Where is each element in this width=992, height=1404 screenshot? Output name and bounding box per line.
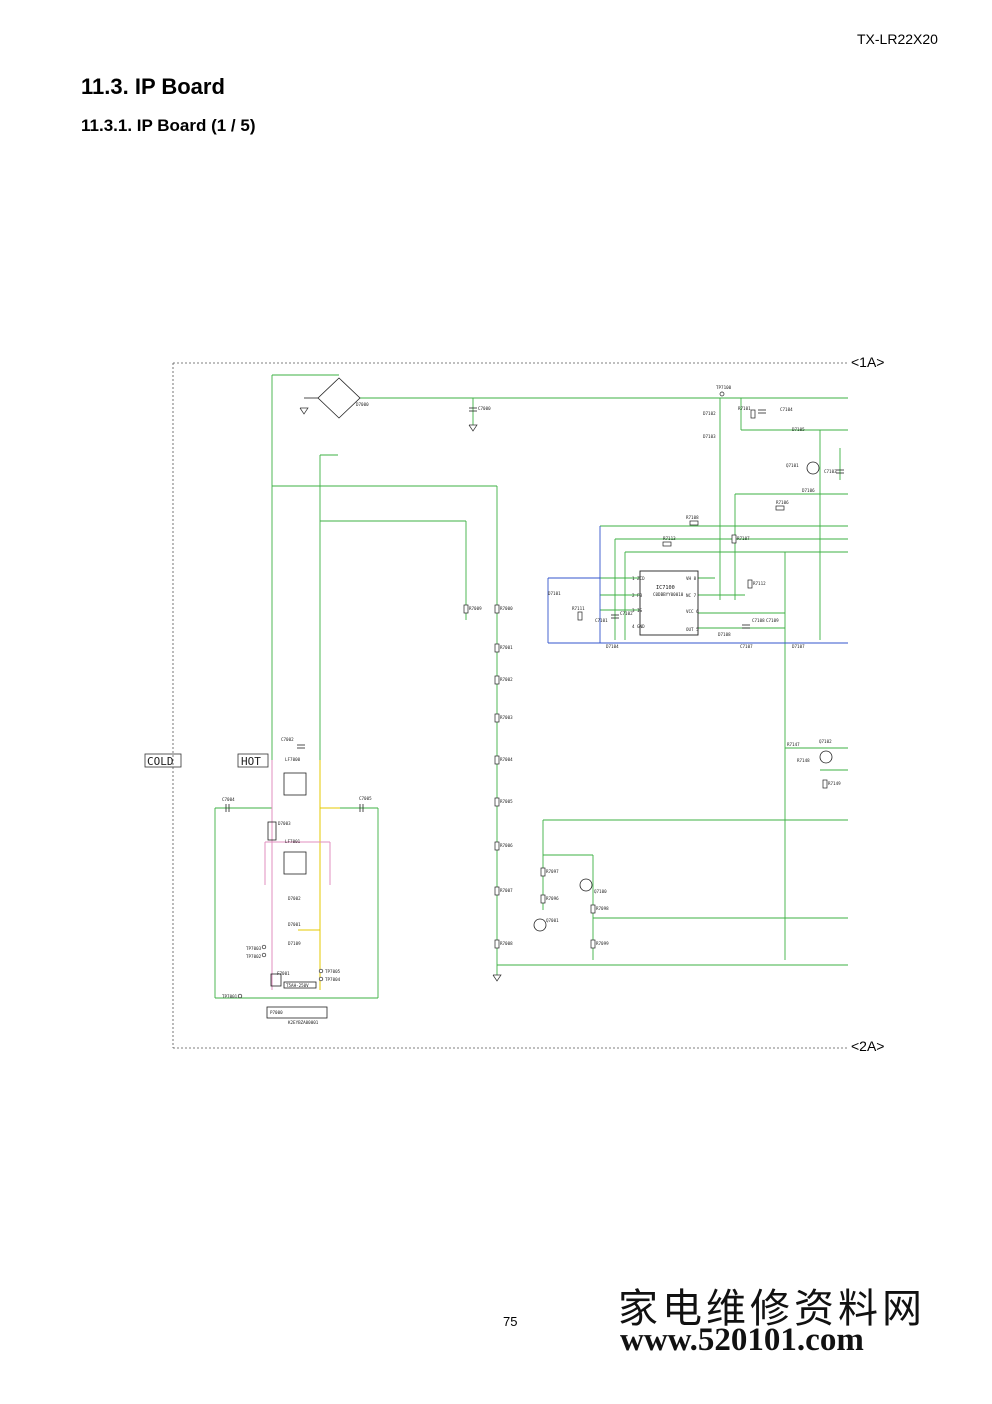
svg-text:R7098: R7098: [596, 906, 609, 911]
svg-text:C7107: C7107: [740, 644, 753, 649]
svg-text:R7002: R7002: [500, 677, 513, 682]
svg-text:Q7102: Q7102: [819, 739, 832, 744]
svg-text:R7113: R7113: [663, 536, 676, 541]
svg-text:4 GND: 4 GND: [632, 624, 645, 629]
svg-text:VH 8: VH 8: [686, 576, 697, 581]
svg-text:Q7001: Q7001: [546, 918, 559, 923]
svg-text:R7099: R7099: [596, 941, 609, 946]
svg-text:R7111: R7111: [572, 606, 585, 611]
green-wires: [214, 374, 848, 999]
ic7100-label: IC7100: [656, 585, 675, 591]
svg-text:R7006: R7006: [500, 843, 513, 848]
svg-text:R7112: R7112: [753, 581, 766, 586]
svg-text:D7000: D7000: [356, 402, 369, 407]
blue-wires: [547, 526, 848, 644]
svg-text:D7103: D7103: [703, 434, 716, 439]
svg-text:R7004: R7004: [500, 757, 513, 762]
svg-text:NC 7: NC 7: [686, 593, 697, 598]
svg-text:R7001: R7001: [500, 645, 513, 650]
svg-text:R7007: R7007: [500, 888, 513, 893]
svg-text:C7108: C7108: [752, 618, 765, 623]
svg-text:LF7001: LF7001: [285, 839, 301, 844]
svg-text:TP7100: TP7100: [716, 385, 732, 390]
svg-text:R7148: R7148: [797, 758, 810, 763]
svg-text:D7107: D7107: [792, 644, 805, 649]
svg-text:D7104: D7104: [606, 644, 619, 649]
svg-text:R7101: R7101: [738, 406, 751, 411]
svg-text:1 ZCD: 1 ZCD: [632, 576, 645, 581]
svg-text:R7009: R7009: [469, 606, 482, 611]
cold-zone-label: COLD: [147, 755, 174, 768]
svg-text:D7105: D7105: [792, 427, 805, 432]
svg-text:R7000: R7000: [500, 606, 513, 611]
svg-text:R7097: R7097: [546, 869, 559, 874]
svg-text:F7001: F7001: [277, 971, 290, 976]
svg-text:D7108: D7108: [718, 632, 731, 637]
board-outline: [172, 362, 848, 1049]
svg-text:C7101: C7101: [595, 618, 608, 623]
svg-text:TP7001: TP7001: [222, 994, 238, 999]
watermark-url: www.520101.com: [620, 1322, 864, 1358]
svg-text:TP7002: TP7002: [246, 954, 262, 959]
svg-text:R7107: R7107: [737, 536, 750, 541]
svg-text:P7000: P7000: [270, 1010, 283, 1015]
svg-text:C7002: C7002: [281, 737, 294, 742]
svg-text:D7001: D7001: [288, 922, 301, 927]
svg-text:D7106: D7106: [802, 488, 815, 493]
ic7100-body: [639, 570, 699, 636]
svg-text:3 IS: 3 IS: [632, 608, 643, 613]
svg-text:D7109: D7109: [288, 941, 301, 946]
model-number: TX-LR22X20: [857, 31, 938, 47]
svg-text:OUT 5: OUT 5: [686, 627, 699, 632]
svg-text:TP7004: TP7004: [325, 977, 341, 982]
svg-text:C7104: C7104: [780, 407, 793, 412]
yellow-wires: [298, 760, 340, 990]
page-number: 75: [503, 1314, 518, 1329]
svg-text:D7101: D7101: [548, 591, 561, 596]
svg-text:Q7100: Q7100: [594, 889, 607, 894]
svg-text:TP7005: TP7005: [325, 969, 341, 974]
bridge-rectifier: [304, 377, 361, 419]
subsection-heading: 11.3.1. IP Board (1 / 5): [81, 116, 256, 135]
svg-text:R7147: R7147: [787, 742, 800, 747]
connector-label-bottom: <2A>: [851, 1038, 885, 1054]
watermark-chinese: 家电维修资料网: [618, 1286, 926, 1332]
svg-text:LF7000: LF7000: [285, 757, 301, 762]
svg-text:C0DBBYY00010: C0DBBYY00010: [653, 592, 684, 597]
svg-text:R7149: R7149: [828, 781, 841, 786]
svg-text:C7103: C7103: [824, 469, 837, 474]
svg-text:R7108: R7108: [686, 515, 699, 520]
svg-text:Q7101: Q7101: [786, 463, 799, 468]
svg-text:C7004: C7004: [222, 797, 235, 802]
svg-text:K2EYBZA00001: K2EYBZA00001: [288, 1020, 319, 1025]
svg-text:2 FB: 2 FB: [632, 593, 643, 598]
svg-text:TP7003: TP7003: [246, 946, 262, 951]
svg-text:R7106: R7106: [776, 500, 789, 505]
svg-text:R7003: R7003: [500, 715, 513, 720]
svg-text:C7102: C7102: [620, 611, 633, 616]
svg-text:R7005: R7005: [500, 799, 513, 804]
connector-label-top: <1A>: [851, 354, 885, 370]
svg-text:R7008: R7008: [500, 941, 513, 946]
svg-text:D7003: D7003: [278, 821, 291, 826]
svg-text:VCC 6: VCC 6: [686, 609, 699, 614]
svg-text:C7109: C7109: [766, 618, 779, 623]
svg-text:T5AH-250V: T5AH-250V: [286, 983, 309, 988]
hot-zone-label: HOT: [241, 755, 261, 768]
svg-text:C7005: C7005: [359, 796, 372, 801]
pink-wires: [264, 760, 331, 990]
svg-text:D7002: D7002: [288, 896, 301, 901]
section-heading: 11.3. IP Board: [81, 74, 225, 99]
svg-text:C7000: C7000: [478, 406, 491, 411]
svg-text:R7096: R7096: [546, 896, 559, 901]
svg-text:D7102: D7102: [703, 411, 716, 416]
